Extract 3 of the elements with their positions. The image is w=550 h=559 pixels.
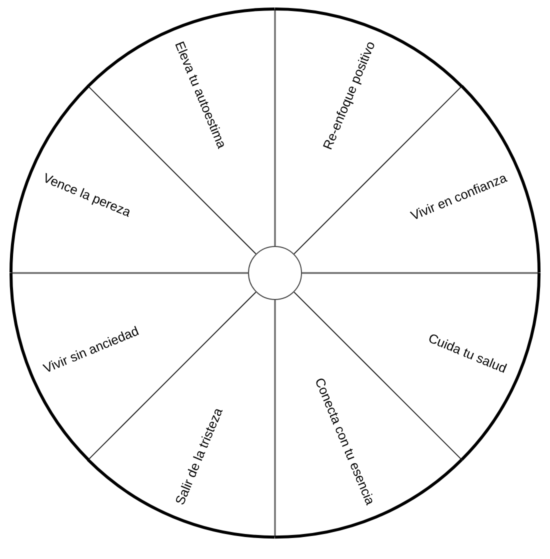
hub-circle xyxy=(248,246,302,300)
segment-label: Cuida tu salud xyxy=(426,330,509,376)
segment-label: Vence la pereza xyxy=(41,170,134,220)
